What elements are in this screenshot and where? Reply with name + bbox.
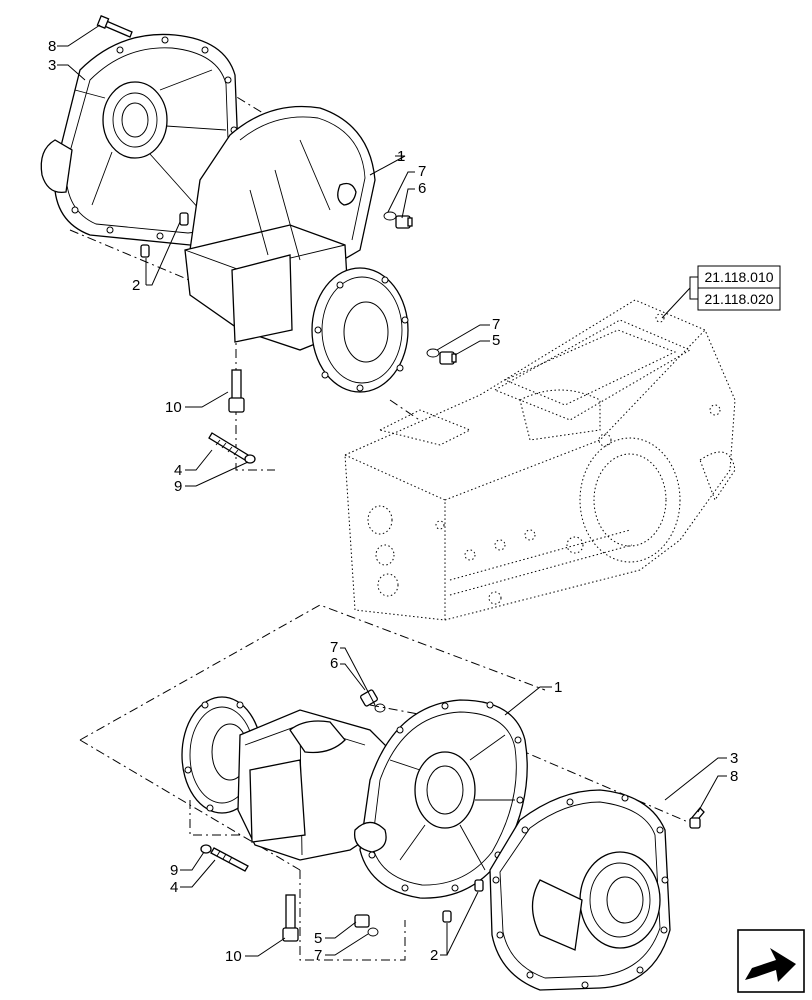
bolt-part-8-bottom — [689, 807, 705, 829]
dowel-pins-part-2-bottom — [442, 879, 484, 923]
bottom-assembly — [79, 604, 705, 991]
callout-6-bottom: 6 — [330, 655, 338, 672]
callout-8-bottom: 8 — [730, 768, 738, 785]
callout-7-bottom-a: 7 — [330, 639, 338, 656]
stud-part-4-washer-part-9-bottom — [200, 844, 249, 872]
callout-1-bottom: 1 — [554, 679, 562, 696]
callout-4-top: 4 — [174, 462, 182, 479]
callout-7-top-b: 7 — [492, 316, 500, 333]
callout-6-top: 6 — [418, 180, 426, 197]
reference-boxes: 21.118.010 21.118.020 — [661, 265, 781, 319]
top-assembly — [40, 15, 641, 571]
transmission-housing-reference — [344, 299, 736, 621]
callout-9-bottom: 9 — [170, 862, 178, 879]
bolt-part-10-top — [228, 369, 245, 413]
callout-1-top: 1 — [397, 148, 405, 165]
callout-10-bottom: 10 — [225, 948, 242, 965]
plug-part-6-7-top — [383, 211, 413, 229]
callout-5-top: 5 — [492, 332, 500, 349]
callout-8-top: 8 — [48, 38, 56, 55]
housing-part-1-bottom — [181, 696, 528, 899]
callout-3-bottom: 3 — [730, 750, 738, 767]
callout-7-top-a: 7 — [418, 163, 426, 180]
callout-10-top: 10 — [165, 399, 182, 416]
callout-7-bottom-b: 7 — [314, 947, 322, 964]
callout-4-bottom: 4 — [170, 879, 178, 896]
callout-5-bottom: 5 — [314, 930, 322, 947]
ref-2-text: 21.118.020 — [704, 291, 773, 307]
housing-part-1-top — [184, 105, 409, 393]
callout-2-bottom: 2 — [430, 947, 438, 964]
stud-part-4-washer-part-9-top — [208, 432, 256, 464]
callout-3-top: 3 — [48, 57, 56, 74]
dowel-pins-part-2-top — [140, 212, 189, 258]
callout-2-top: 2 — [132, 277, 140, 294]
arrow-box-icon[interactable] — [737, 929, 805, 993]
bolt-part-10-bottom — [282, 894, 299, 942]
callout-9-top: 9 — [174, 478, 182, 495]
bolt-part-8-top — [96, 15, 133, 38]
leader-lines — [57, 24, 727, 957]
ref-1-text: 21.118.010 — [704, 269, 773, 285]
callouts: 8 3 1 7 6 2 7 5 10 4 9 7 6 1 3 8 9 4 10 … — [48, 38, 738, 965]
plug-part-5-7-top — [426, 348, 457, 365]
cover-part-3-bottom — [489, 789, 671, 991]
cover-part-3-top — [40, 33, 241, 246]
plug-part-5-7-bottom-lower — [354, 914, 379, 937]
